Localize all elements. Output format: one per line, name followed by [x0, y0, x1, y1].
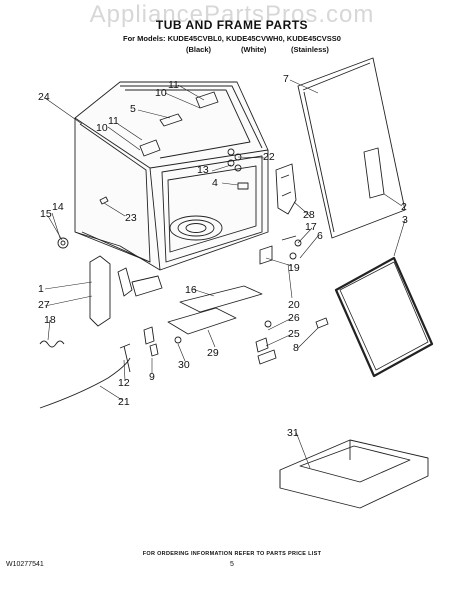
callout-29: 29: [207, 347, 219, 359]
bottom-plates: [167, 285, 263, 335]
small-fasteners: [119, 326, 182, 373]
callout-18: 18: [44, 314, 56, 326]
page-title: TUB AND FRAME PARTS: [155, 18, 309, 32]
callout-13: 13: [197, 164, 209, 176]
callout-5: 5: [130, 103, 136, 115]
callout-21: 21: [118, 396, 130, 408]
callout-20: 20: [288, 299, 300, 311]
callout-3: 3: [402, 214, 408, 226]
callout-26: 26: [288, 312, 300, 324]
callout-4: 4: [212, 177, 218, 189]
leader-lines: [44, 79, 406, 469]
callout-23: 23: [125, 212, 137, 224]
callout-16: 16: [185, 284, 197, 296]
callout-25: 25: [288, 328, 300, 340]
page-number: 5: [230, 561, 234, 568]
document-number: W10277541: [6, 561, 44, 568]
callout-2: 2: [401, 201, 407, 213]
door-gasket: [334, 256, 434, 378]
callout-24: 24: [38, 91, 50, 103]
callout-10b: 10: [96, 122, 108, 134]
toe-kick: [279, 439, 429, 509]
hinge-hardware: [255, 317, 329, 365]
callout-8: 8: [293, 342, 299, 354]
callout-15: 15: [40, 208, 52, 220]
spring-and-cable: [39, 340, 131, 409]
ordering-note: FOR ORDERING INFORMATION REFER TO PARTS …: [142, 551, 322, 557]
callout-17: 17: [305, 221, 317, 233]
callout-22: 22: [263, 151, 275, 163]
finish-stainless: (Stainless): [291, 45, 329, 54]
finish-white: (White): [241, 45, 267, 54]
callout-30: 30: [178, 359, 190, 371]
callout-12: 12: [118, 377, 130, 389]
callout-28: 28: [303, 209, 315, 221]
callout-1: 1: [38, 283, 44, 295]
watermark: AppliancePartsPros.com: [89, 1, 375, 28]
finish-black: (Black): [186, 45, 212, 54]
callout-labels: 24 11 10 7 5 11 10 22 13 4 2 15 14 23 3 …: [38, 73, 408, 439]
tub-assembly: [57, 81, 302, 327]
callout-27: 27: [38, 299, 50, 311]
callout-9: 9: [149, 371, 155, 383]
callout-11: 11: [168, 79, 179, 91]
callout-6: 6: [317, 230, 323, 242]
callout-11b: 11: [108, 115, 119, 127]
models-line: For Models: KUDE45CVBL0, KUDE45CVWH0, KU…: [123, 34, 341, 43]
callout-19: 19: [288, 262, 300, 274]
callout-14: 14: [52, 201, 64, 213]
callout-31: 31: [287, 427, 299, 439]
callout-10: 10: [155, 87, 167, 99]
callout-7: 7: [283, 73, 289, 85]
